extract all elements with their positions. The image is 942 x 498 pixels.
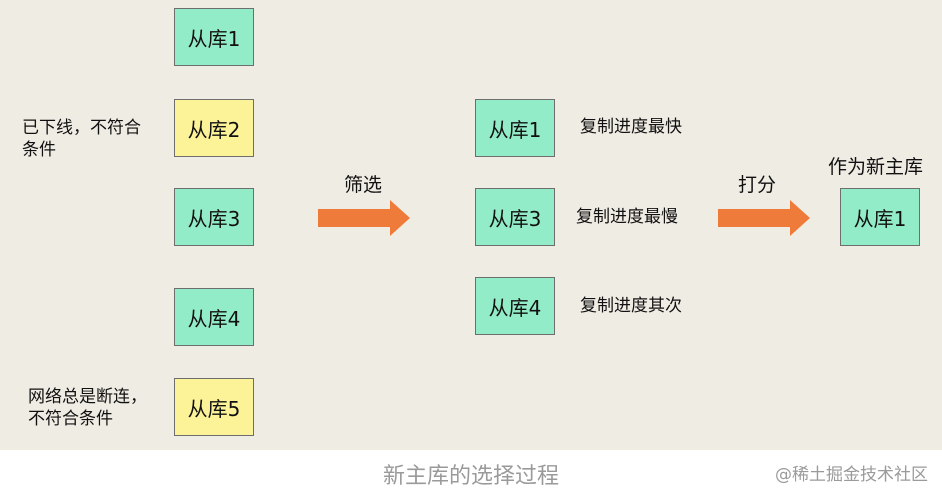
score-arrow-icon <box>718 200 810 236</box>
watermark: @稀土掘金技术社区 <box>775 465 928 485</box>
diagram-canvas: 从库1 从库2 从库3 从库4 从库5 已下线，不符合 条件 网络总是断连， 不… <box>0 0 942 450</box>
replica-3-label: 从库3 <box>187 206 241 231</box>
replica-5-box: 从库5 <box>174 378 254 436</box>
replica-5-note: 网络总是断连， 不符合条件 <box>28 386 147 430</box>
replica-3-box: 从库3 <box>174 188 254 246</box>
replica-5-note-line2: 不符合条件 <box>28 409 113 429</box>
replica-1-label: 从库1 <box>187 26 241 51</box>
score-arrow-label: 打分 <box>738 174 777 196</box>
filtered-replica-4-box: 从库4 <box>475 277 555 335</box>
filtered-replica-1-note: 复制进度最快 <box>580 117 682 137</box>
new-master-label: 从库1 <box>853 206 907 231</box>
replica-2-label: 从库2 <box>187 117 241 142</box>
replica-1-box: 从库1 <box>174 8 254 66</box>
filtered-replica-3-box: 从库3 <box>475 188 555 246</box>
replica-2-note: 已下线，不符合 条件 <box>22 117 141 161</box>
diagram-caption: 新主库的选择过程 <box>382 464 559 489</box>
replica-2-note-line1: 已下线，不符合 <box>22 118 141 138</box>
filtered-replica-1-box: 从库1 <box>475 99 555 157</box>
replica-2-box: 从库2 <box>174 99 254 157</box>
filter-arrow-label: 筛选 <box>344 174 383 196</box>
filtered-replica-3-label: 从库3 <box>488 206 542 231</box>
replica-2-note-line2: 条件 <box>22 140 56 160</box>
filtered-replica-1-label: 从库1 <box>488 117 542 142</box>
replica-5-note-line1: 网络总是断连， <box>28 387 147 407</box>
replica-4-box: 从库4 <box>174 288 254 346</box>
replica-5-label: 从库5 <box>187 396 241 421</box>
filtered-replica-3-note: 复制进度最慢 <box>576 207 678 227</box>
filtered-replica-4-label: 从库4 <box>488 295 542 320</box>
filtered-replica-4-note: 复制进度其次 <box>580 296 682 316</box>
replica-4-label: 从库4 <box>187 306 241 331</box>
new-master-box: 从库1 <box>840 188 920 246</box>
result-title: 作为新主库 <box>828 156 924 178</box>
filter-arrow-icon <box>318 200 410 236</box>
